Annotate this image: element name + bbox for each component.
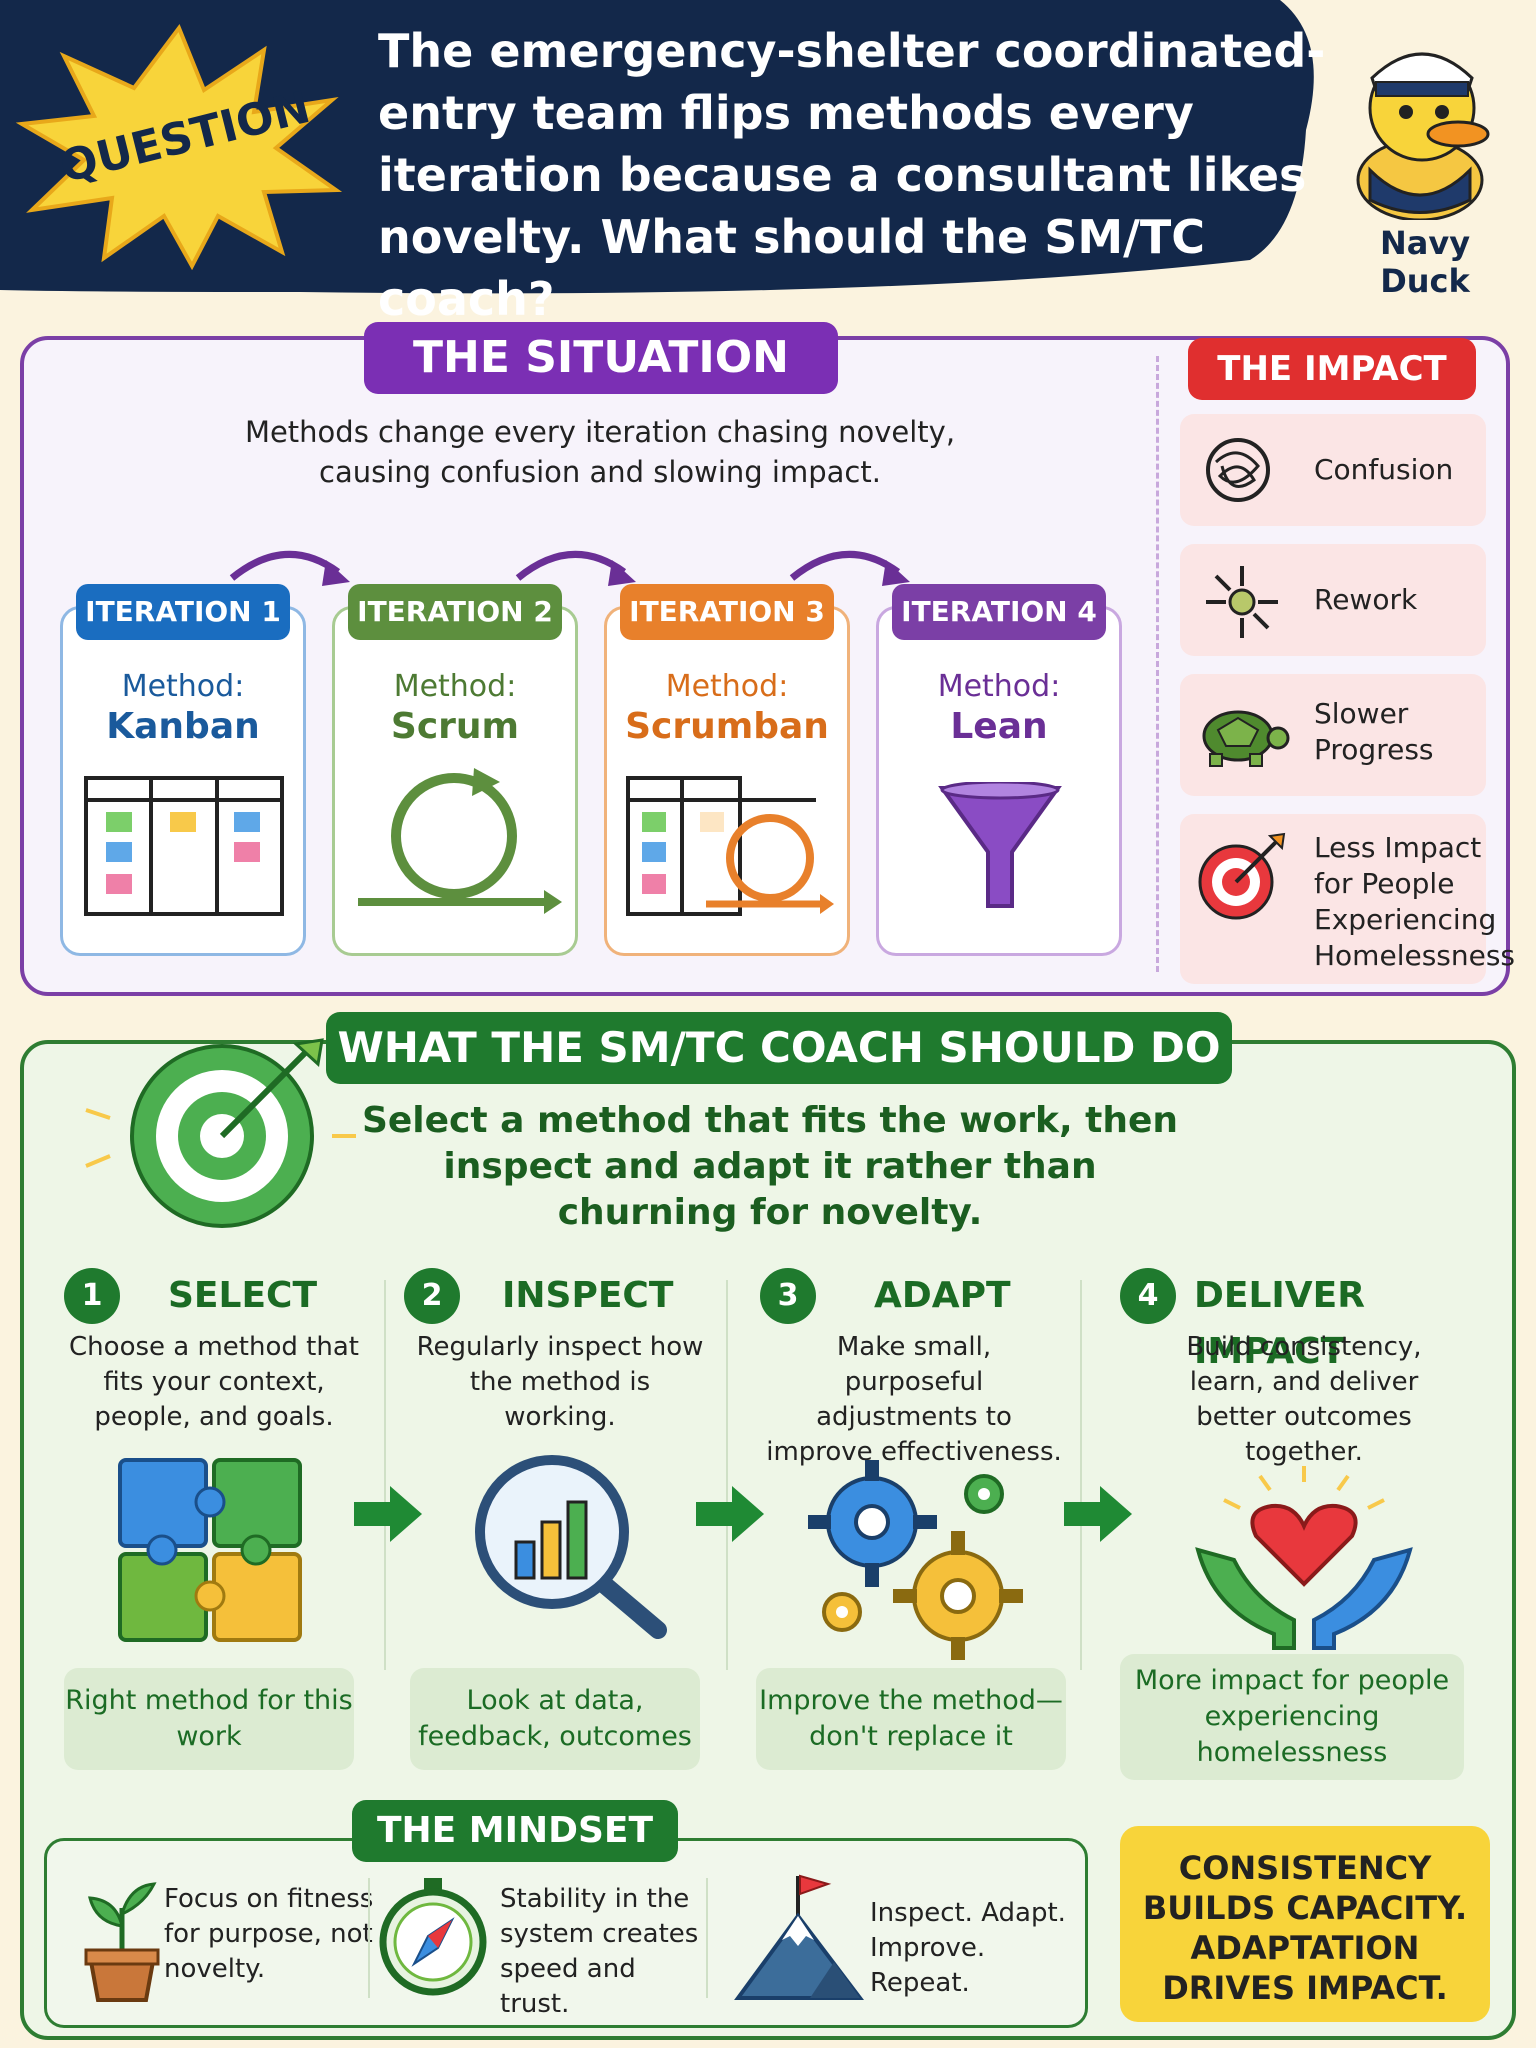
iteration-badge: ITERATION 4 [892,584,1106,640]
step-description: Regularly inspect how the method is work… [416,1332,704,1432]
gears-icon [808,1460,1023,1660]
impact-label: Slower Progress [1314,697,1434,766]
coach-title: WHAT THE SM/TC COACH SHOULD DO [326,1012,1232,1084]
iteration-arrow-icon [229,551,350,586]
step-title: SELECT [168,1275,318,1316]
situation-title: THE SITUATION [364,322,838,394]
step-title: DELIVER IMPACT [1194,1275,1365,1372]
plant-icon [84,1882,160,2002]
step-note: Look at data, feedback, outcomes [410,1668,700,1770]
impact-label: Less Impact for People Experiencing Home… [1314,831,1516,972]
scrumban-board-icon [626,776,834,916]
step-number: 1 [64,1268,120,1324]
tangle-icon [1206,438,1270,502]
turtle-icon [1202,710,1290,767]
magnifier-chart-icon [475,1455,667,1639]
puzzle-icon [118,1458,302,1642]
callout-box [1120,1826,1490,2022]
step-title: INSPECT [502,1275,674,1316]
mindset-title: THE MINDSET [352,1800,678,1862]
iteration-badge: ITERATION 2 [348,584,562,640]
question-burst-icon [15,23,343,270]
method-prefix: Method: [121,669,245,704]
step-description: Build consistency, learn, and deliver be… [1186,1332,1422,1467]
header-banner [0,0,1314,294]
target-icon [1198,832,1286,920]
step-divider [1080,1280,1082,1670]
method-name: Scrum [390,706,520,747]
step-divider [384,1280,386,1670]
question-text: The emergency-shelter coordinated-entry … [378,24,1326,326]
mindset-text: Focus on fitness for purpose, not novelt… [164,1884,374,1984]
step-title: ADAPT [874,1275,1011,1316]
iteration-card [604,606,850,956]
mindset-divider [368,1878,370,1998]
iteration-arrow-icon [515,551,636,586]
method-name: Lean [950,706,1048,747]
compass-icon [379,1878,487,1996]
situation-description: Methods change every iteration chasing n… [244,415,956,489]
step-arrow-icon [696,1486,764,1542]
step-note: Improve the method—don't replace it [756,1668,1066,1770]
step-note: More impact for people experiencing home… [1120,1654,1464,1780]
impact-title: THE IMPACT [1188,338,1476,400]
iteration-badge: ITERATION 3 [620,584,834,640]
impact-divider [1156,356,1159,972]
method-prefix: Method: [665,669,789,704]
iteration-arrow-icon [789,551,910,586]
method-prefix: Method: [393,669,517,704]
scatter-arrows-icon [1206,566,1278,638]
method-name: Scrumban [625,706,829,747]
coach-description: Select a method that fits the work, then… [361,1100,1179,1233]
step-arrow-icon [1064,1486,1132,1542]
scrum-cycle-icon [358,768,562,914]
impact-label: Confusion [1314,453,1454,486]
step-number: 4 [1120,1268,1176,1324]
brand-name: Navy Duck [1379,224,1471,300]
method-name: Kanban [106,706,260,747]
mindset-text: Inspect. Adapt. Improve. Repeat. [870,1898,1066,1998]
mindset-text: Stability in the system creates speed an… [500,1884,699,2019]
duck-mascot-icon [1356,52,1490,220]
impact-label: Rework [1314,583,1418,616]
mountain-flag-icon [734,1874,864,2000]
mindset-panel [44,1838,1088,2028]
mindset-divider [706,1878,708,1998]
method-prefix: Method: [937,669,1061,704]
bullseye-icon [85,1038,356,1228]
step-number: 2 [404,1268,460,1324]
heart-hands-icon [1195,1466,1413,1650]
step-arrow-icon [354,1486,422,1542]
iteration-badge: ITERATION 1 [76,584,290,640]
step-note: Right method for this work [64,1668,354,1770]
kanban-board-icon [84,776,284,916]
impact-item [1180,414,1486,526]
step-description: Choose a method that fits your context, … [69,1332,359,1432]
iteration-card [60,606,306,956]
step-divider [726,1280,728,1670]
callout-text: CONSISTENCY BUILDS CAPACITY. ADAPTATION … [1142,1849,1468,2007]
funnel-icon [938,782,1062,908]
step-description: Make small, purposeful adjustments to im… [766,1332,1062,1467]
step-number: 3 [760,1268,816,1324]
